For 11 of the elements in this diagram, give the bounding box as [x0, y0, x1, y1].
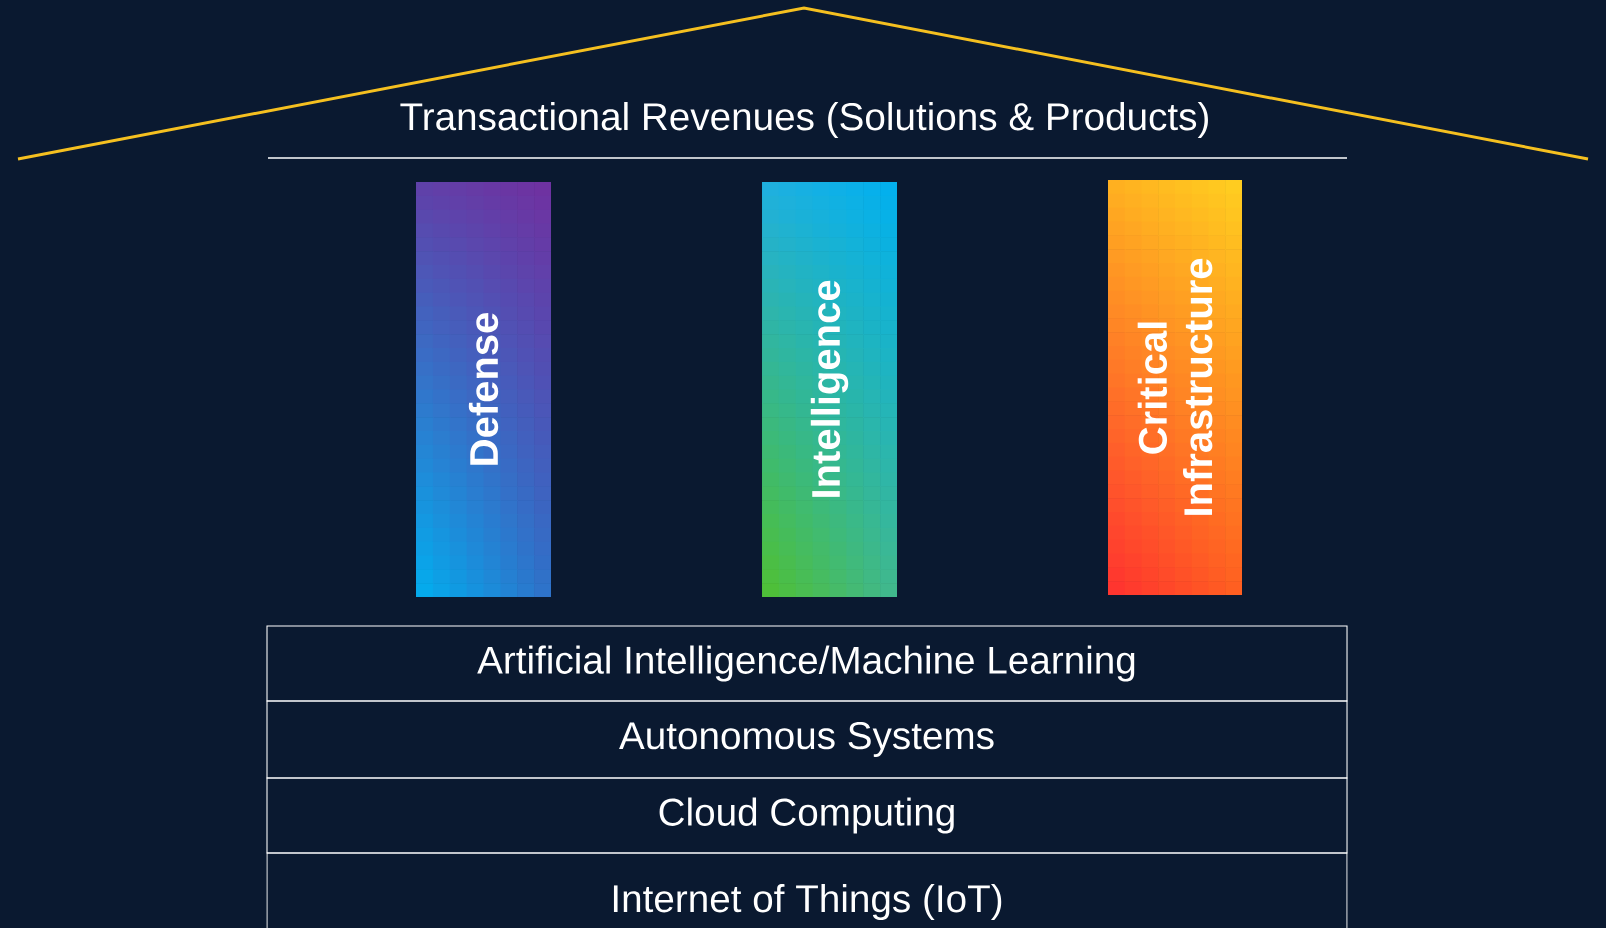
layer-row: Artificial Intelligence/Machine Learning [266, 625, 1348, 702]
pillar: Intelligence [762, 182, 897, 597]
roof-title: Transactional Revenues (Solutions & Products) [400, 102, 1208, 138]
node-label: Defense [468, 313, 499, 465]
node-label: Intelligence [810, 280, 849, 497]
layer-row: Cloud Computing [266, 777, 1348, 854]
pillar: Critical Infrastructure [1108, 180, 1242, 595]
layer-row: Internet of Things (IoT) [266, 852, 1348, 928]
pillar: Defense [416, 182, 551, 597]
node-label: Critical Infrastructure [1137, 258, 1213, 515]
layer-row: Autonomous Systems [266, 700, 1348, 779]
